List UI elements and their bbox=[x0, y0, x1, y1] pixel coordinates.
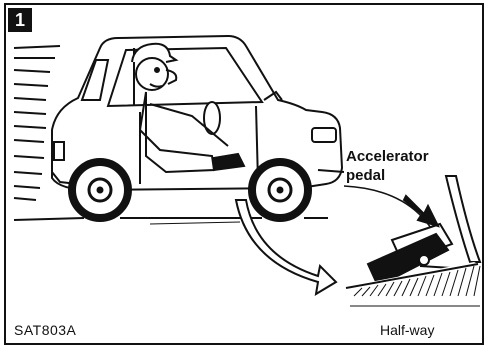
front-wheel bbox=[252, 162, 308, 218]
pedal-detail bbox=[346, 176, 482, 312]
accelerator-label-line1: Accelerator bbox=[346, 147, 429, 166]
pedal-position-label: Half-way bbox=[380, 322, 434, 338]
rear-wheel bbox=[72, 162, 128, 218]
figure-code: SAT803A bbox=[14, 322, 76, 338]
accelerator-pedal-label: Accelerator pedal bbox=[346, 147, 429, 185]
accelerator-label-line2: pedal bbox=[346, 166, 429, 185]
